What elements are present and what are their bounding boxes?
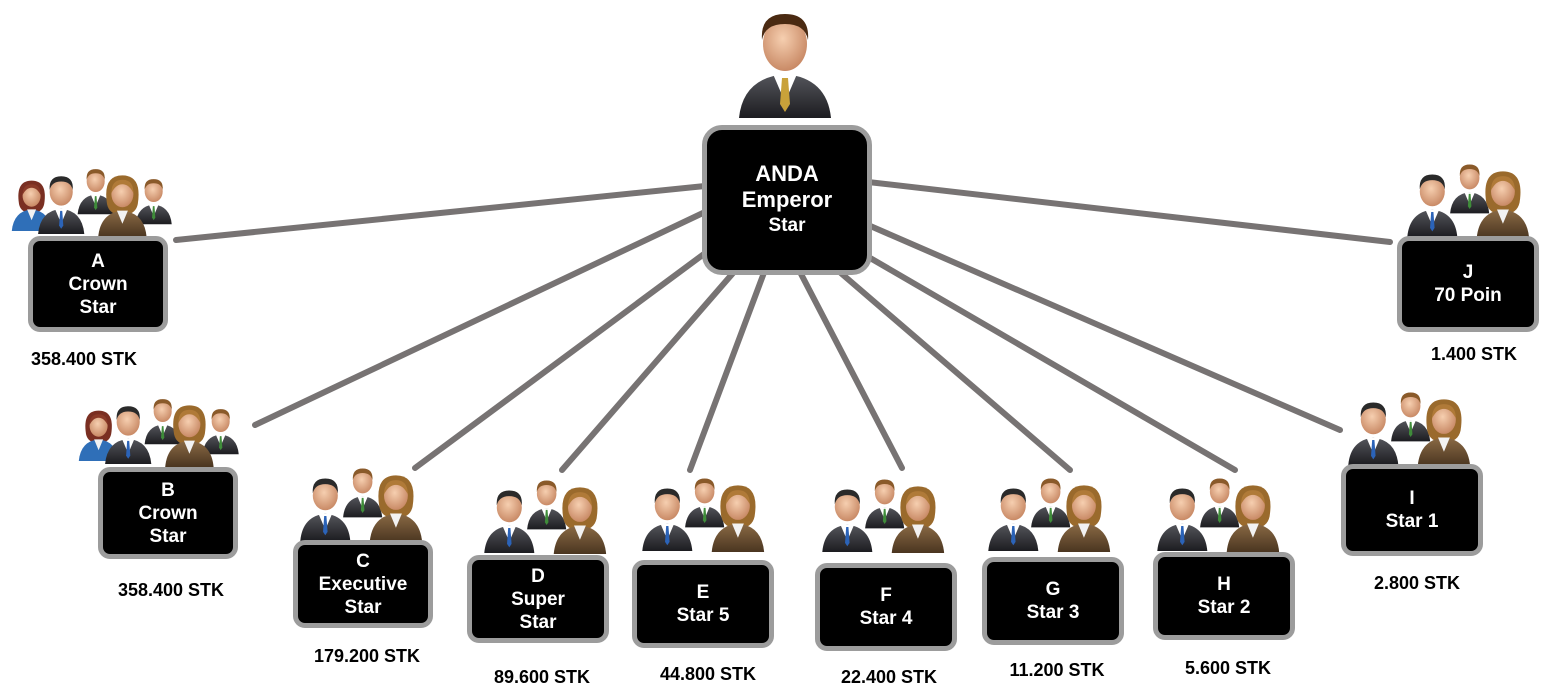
- node-i: I Star 1: [1341, 464, 1483, 556]
- three-people-icon: [1346, 386, 1476, 466]
- amount-b: 358.400 STK: [117, 580, 225, 600]
- node-letter: I: [1409, 488, 1415, 509]
- three-people-icon: [640, 472, 770, 552]
- root-line3: Star: [768, 215, 806, 236]
- node-g: G Star 3: [982, 557, 1124, 645]
- businessman-icon: [739, 14, 831, 118]
- connector-a: [173, 183, 708, 243]
- amount-h: 5.600 STK: [1184, 658, 1272, 678]
- node-e: E Star 5: [632, 560, 774, 648]
- three-people-icon: [1405, 158, 1535, 238]
- node-letter: J: [1462, 262, 1474, 283]
- node-letter: C: [356, 550, 370, 572]
- node-label: Crown: [138, 502, 198, 524]
- node-label: Star 5: [676, 605, 730, 626]
- node-letter: E: [696, 582, 710, 603]
- node-label: Star 3: [1026, 602, 1080, 623]
- node-letter: H: [1217, 574, 1231, 595]
- node-label: Star: [79, 296, 117, 318]
- amount-j: 1.400 STK: [1430, 344, 1518, 364]
- node-f: F Star 4: [815, 563, 957, 651]
- amount-d: 89.600 STK: [493, 667, 591, 687]
- connector-f: [797, 269, 905, 471]
- three-people-icon: [986, 472, 1116, 552]
- node-label: Super: [511, 588, 565, 610]
- root-line1: ANDA: [755, 161, 819, 186]
- five-people-icon: [10, 160, 190, 240]
- node-letter: A: [91, 250, 105, 272]
- amount-a: 358.400 STK: [30, 349, 138, 369]
- root-line2: Emperor: [741, 187, 833, 212]
- root-node: ANDA Emperor Star: [702, 125, 872, 275]
- amount-f: 22.400 STK: [840, 667, 938, 687]
- node-label: Crown: [68, 273, 128, 295]
- amount-g: 11.200 STK: [1009, 660, 1105, 680]
- node-c: C Executive Star: [293, 540, 433, 628]
- connector-d: [559, 262, 743, 473]
- connector-g: [832, 265, 1073, 473]
- node-b: B Crown Star: [98, 467, 238, 559]
- node-a: A Crown Star: [28, 236, 168, 332]
- node-letter: B: [161, 479, 175, 501]
- connector-h: [862, 252, 1238, 473]
- node-label: Star: [344, 596, 382, 618]
- connector-b: [252, 209, 708, 428]
- node-letter: D: [531, 565, 545, 587]
- node-label: Star 1: [1385, 511, 1439, 532]
- node-label: Star: [149, 525, 187, 547]
- three-people-icon: [1155, 472, 1285, 552]
- connector-c: [412, 245, 715, 471]
- connector-i: [865, 222, 1343, 433]
- node-d: D Super Star: [467, 555, 609, 643]
- amount-c: 179.200 STK: [313, 646, 421, 666]
- node-label: Star 4: [859, 608, 913, 629]
- node-letter: F: [880, 585, 892, 606]
- three-people-icon: [820, 473, 950, 553]
- node-label: 70 Poin: [1434, 285, 1502, 306]
- node-j: J 70 Poin: [1397, 236, 1539, 332]
- node-h: H Star 2: [1153, 552, 1295, 640]
- node-letter: G: [1045, 579, 1061, 600]
- amount-i: 2.800 STK: [1373, 573, 1461, 593]
- node-label: Star 2: [1197, 597, 1251, 618]
- amount-e: 44.800 STK: [659, 664, 757, 684]
- connector-j: [865, 179, 1393, 245]
- connector-e: [687, 267, 768, 473]
- three-people-icon: [298, 462, 428, 542]
- node-label: Star: [519, 611, 557, 633]
- node-label: Executive: [318, 573, 408, 595]
- five-people-icon: [77, 390, 257, 470]
- three-people-icon: [482, 474, 612, 554]
